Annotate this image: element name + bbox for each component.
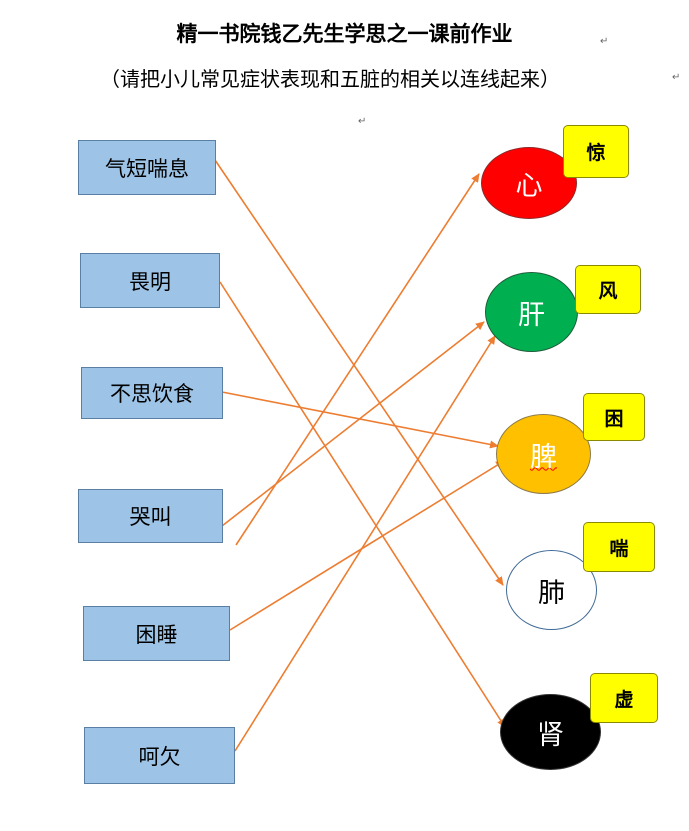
paragraph-mark: ↵ bbox=[600, 36, 609, 47]
symptom-box-weiming[interactable]: 畏明 bbox=[80, 253, 220, 308]
page-subtitle: （请把小儿常见症状表现和五脏的相关以连线起来） bbox=[100, 67, 560, 91]
organ-circle-spleen[interactable]: 脾 bbox=[496, 414, 591, 494]
organ-label: 心 bbox=[515, 170, 543, 202]
symptom-box-kunshui[interactable]: 困睡 bbox=[83, 606, 230, 661]
organ-circle-lung[interactable]: 肺 bbox=[506, 550, 597, 630]
symptom-box-hexian[interactable]: 呵欠 bbox=[84, 727, 235, 784]
organ-label: 肝 bbox=[518, 299, 545, 331]
organ-circle-heart[interactable]: 心 bbox=[481, 147, 577, 219]
tag-kun: 困 bbox=[583, 393, 645, 441]
symptom-box-qiduan[interactable]: 气短喘息 bbox=[78, 140, 216, 195]
symptom-box-kujiao[interactable]: 哭叫 bbox=[78, 489, 223, 543]
page-title: 精一书院钱乙先生学思之一课前作业 bbox=[176, 21, 513, 46]
organ-circle-liver[interactable]: 肝 bbox=[485, 272, 578, 352]
symptom-label: 畏明 bbox=[129, 269, 171, 294]
connection-line-5 bbox=[235, 173, 480, 546]
connection-line-1 bbox=[214, 159, 504, 586]
symptom-label: 哭叫 bbox=[129, 505, 172, 529]
tag-feng: 风 bbox=[575, 265, 641, 314]
connection-line-7 bbox=[234, 335, 496, 752]
organ-label: 脾 bbox=[530, 441, 557, 473]
paragraph-mark: ↵ bbox=[358, 116, 367, 127]
symptom-label: 困睡 bbox=[135, 622, 178, 647]
connection-line-2 bbox=[219, 281, 506, 728]
symptom-label: 不思饮食 bbox=[110, 382, 194, 406]
connection-line-4 bbox=[221, 321, 485, 527]
connection-line-6 bbox=[229, 460, 505, 631]
symptom-label: 气短喘息 bbox=[105, 156, 189, 181]
organ-circle-kidney[interactable]: 肾 bbox=[500, 694, 601, 770]
symptom-box-busiyinshi[interactable]: 不思饮食 bbox=[81, 367, 223, 419]
organ-label: 肺 bbox=[538, 577, 565, 609]
tag-xu: 虚 bbox=[590, 673, 658, 723]
organ-label: 肾 bbox=[537, 719, 564, 751]
tag-chuan: 喘 bbox=[583, 522, 655, 572]
paragraph-mark: ↵ bbox=[672, 72, 681, 83]
tag-jing: 惊 bbox=[563, 125, 629, 178]
symptom-label: 呵欠 bbox=[138, 744, 181, 769]
